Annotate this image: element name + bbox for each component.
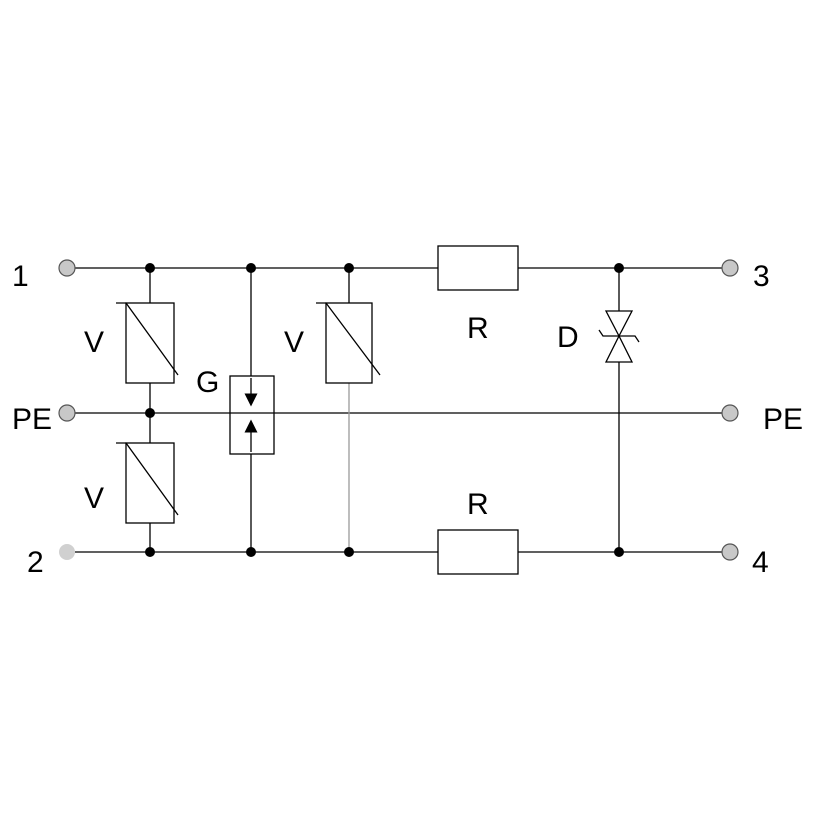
label-terminal-pe-left: PE <box>12 403 53 436</box>
terminal-pe-right <box>721 404 739 422</box>
varistor-mid <box>316 302 381 384</box>
terminal-2 <box>59 544 75 560</box>
terminal-3 <box>721 259 739 277</box>
terminal-1 <box>58 259 76 277</box>
resistor-top <box>437 245 519 291</box>
label-varistor-top-left: V <box>84 326 105 359</box>
gas-discharge-tube <box>229 375 275 455</box>
label-resistor-bottom: R <box>467 488 489 521</box>
label-varistor-mid: V <box>284 326 305 359</box>
label-terminal-1: 1 <box>12 260 29 293</box>
varistor-top-left <box>116 302 179 384</box>
varistor-bottom-left <box>116 442 179 524</box>
label-terminal-3: 3 <box>753 260 770 293</box>
label-gas-discharge-tube: G <box>196 366 220 399</box>
label-varistor-bottom-left: V <box>84 482 105 515</box>
label-terminal-4: 4 <box>752 546 769 579</box>
label-diode: D <box>557 321 579 354</box>
terminal-4 <box>721 543 739 561</box>
resistor-bottom <box>437 529 519 575</box>
terminal-pe-left <box>58 404 76 422</box>
tvs-diode <box>598 310 640 363</box>
label-terminal-2: 2 <box>27 546 44 579</box>
junction-dots <box>145 263 624 557</box>
label-terminal-pe-right: PE <box>763 403 804 436</box>
label-resistor-top: R <box>467 312 489 345</box>
